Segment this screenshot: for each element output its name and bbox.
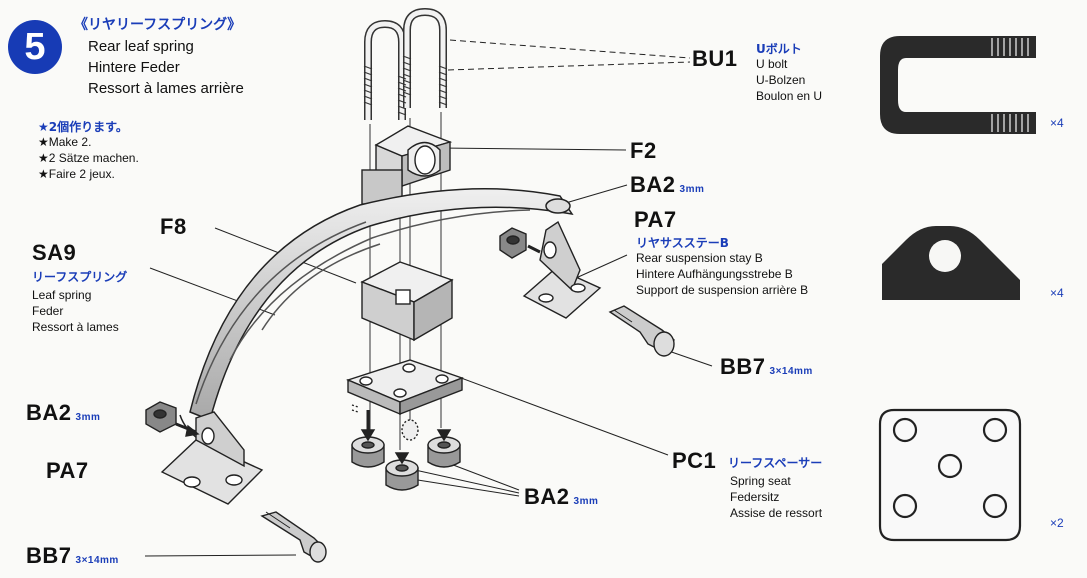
ba2-left-size: 3mm — [75, 412, 101, 423]
bottom-nuts — [351, 410, 461, 491]
make-note-de: ★2 Sätze machen. — [38, 151, 139, 165]
bu1-de: U-Bolzen — [756, 73, 806, 87]
bu1-en: U bolt — [756, 57, 788, 71]
left-stay — [145, 401, 327, 563]
pa7-qty: ×4 — [1050, 286, 1064, 300]
bb7-bottom-code: BB7 — [26, 543, 72, 568]
spacer-silhouette — [878, 408, 1022, 542]
f8-block — [360, 261, 454, 342]
sa9-en: Leaf spring — [32, 288, 92, 302]
pa7-right-en: Rear suspension stay B — [636, 251, 763, 265]
label-f2: F2 — [630, 138, 657, 163]
pc1-fr: Assise de ressort — [730, 506, 823, 520]
make-note-en: ★Make 2. — [38, 135, 92, 149]
bb7-bottom-size: 3×14mm — [75, 555, 119, 566]
label-sa9: SA9 — [32, 240, 77, 265]
pa7-right-de: Hintere Aufhängungsstrebe B — [636, 267, 793, 281]
make-note-fr: ★Faire 2 jeux. — [38, 167, 115, 181]
u-bolt-silhouette — [880, 36, 1036, 134]
stay-silhouette — [882, 226, 1020, 300]
bu1-jp: Uボルト — [756, 42, 802, 56]
title-de: Hintere Feder — [88, 59, 180, 76]
label-pc1: PC1 — [672, 448, 717, 473]
bb7-right-size: 3×14mm — [769, 366, 813, 377]
sa9-jp: リーフスプリング — [32, 270, 128, 284]
pc1-en: Spring seat — [730, 474, 791, 488]
pc1-de: Federsitz — [730, 490, 780, 504]
label-bu1: BU1 — [692, 46, 738, 71]
pa7-right-jp: リヤサスステーB — [636, 236, 729, 250]
ba2-bottom-size: 3mm — [573, 496, 599, 507]
sa9-de: Feder — [32, 304, 64, 318]
bu1-fr: Boulon en U — [756, 89, 823, 103]
ba2-top-size: 3mm — [679, 184, 705, 195]
make-note-jp: ★2個作ります。 — [38, 120, 128, 134]
label-pa7-left: PA7 — [46, 458, 89, 483]
right-stay — [499, 220, 675, 357]
step-badge: 5 — [8, 20, 62, 74]
pc1-jp: リーフスペーサー — [728, 456, 823, 470]
bu1-qty: ×4 — [1050, 116, 1064, 130]
ba2-bottom-code: BA2 — [524, 484, 570, 509]
ba2-left-code: BA2 — [26, 400, 72, 425]
label-pa7-right: PA7 — [634, 207, 677, 232]
ba2-top-code: BA2 — [630, 172, 676, 197]
bb7-right-code: BB7 — [720, 354, 766, 379]
pa7-right-fr: Support de suspension arrière B — [636, 283, 809, 297]
title-jp: 《リヤリーフスプリング》 — [74, 17, 242, 33]
label-f8: F8 — [160, 214, 187, 239]
leaf-spring — [179, 188, 574, 441]
title-en: Rear leaf spring — [88, 38, 194, 55]
pc1-qty: ×2 — [1050, 516, 1064, 530]
title-fr: Ressort à lames arrière — [88, 80, 244, 97]
sa9-fr: Ressort à lames — [32, 320, 119, 334]
spacer-plate — [345, 359, 465, 416]
